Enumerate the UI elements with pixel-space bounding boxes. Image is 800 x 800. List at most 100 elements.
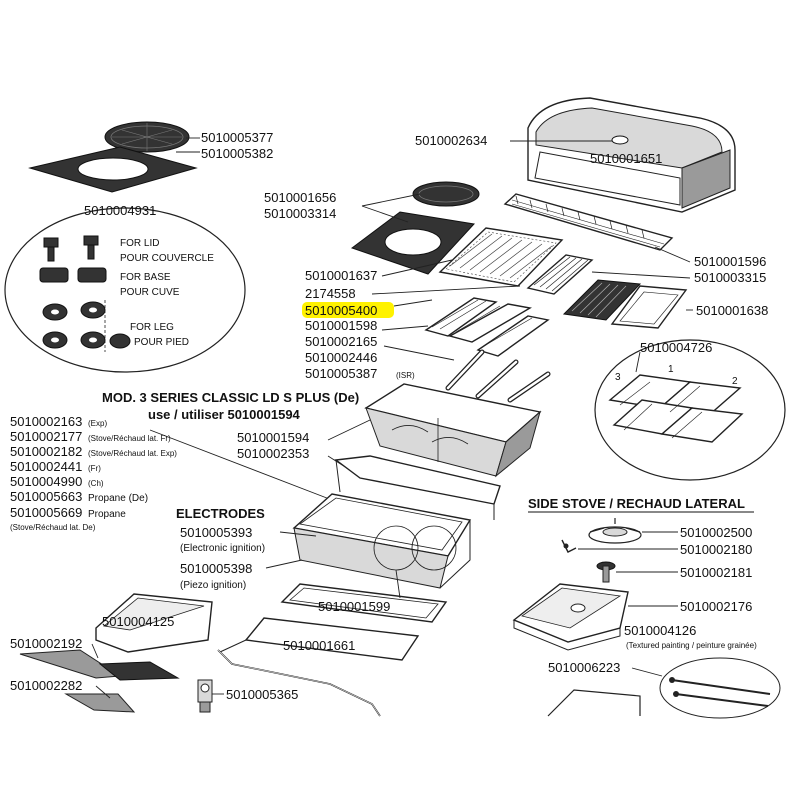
highlight-marker [302,302,394,318]
label-seal: 5010001599 [318,599,390,614]
svg-text:(Fr): (Fr) [88,464,101,473]
small-rack [526,254,594,295]
warming-rack [503,193,674,251]
label-side-cover: 5010004126 [624,623,696,638]
label-tent-3: 3 [615,372,621,383]
label-lid-window: 5010001651 [590,151,662,166]
label-firebox: 5010001594 [237,430,309,445]
svg-text:5010005669: 5010005669 [10,505,82,520]
label-side-cover-tag: (Textured painting / peinture grainée) [626,641,757,650]
label-1598: 5010001598 [305,318,377,333]
regulator [197,679,213,713]
svg-text:5010002177: 5010002177 [10,429,82,444]
label-bracket: 5010002192 [10,636,82,651]
lid-bolts [43,235,99,262]
side-electrode [561,539,577,553]
electrodes-heading: ELECTRODES [176,506,265,521]
grill-lid [527,97,736,213]
shelf-bracket-2 [64,693,136,713]
label-side-burner: 5010002500 [680,525,752,540]
gas-hose [217,649,381,717]
svg-text:5010004990: 5010004990 [10,474,82,489]
side-shelf [95,593,213,653]
label-grate-b: 5010003314 [264,206,336,221]
cart-frame [292,455,501,589]
label-shelf: 5010004125 [102,614,174,629]
cast-iron-grate [350,211,475,275]
label-5387: 5010005387 [305,366,377,381]
label-tent-2: 2 [732,376,738,387]
svg-text:(Exp): (Exp) [88,419,107,428]
side-stove-base [547,689,641,717]
label-side-knob: 5010002181 [680,565,752,580]
label-rack2: 5010003315 [694,270,766,285]
flavor-bars [424,297,550,357]
svg-text:(Ch): (Ch) [88,479,104,488]
burner-tubes [445,349,551,403]
grease-tray [280,583,448,623]
svg-text:5010002182: 5010002182 [10,444,82,459]
label-tent-1: 1 [668,364,674,375]
svg-text:(Stove/Réchaud lat. De): (Stove/Réchaud lat. De) [10,523,96,532]
label-side-top: 5010002176 [680,599,752,614]
top-round-grate [104,121,190,153]
label-grill-grate: 5010001637 [305,268,377,283]
label-top-plate: 5010005382 [201,146,273,161]
use-line: use / utiliser 5010001594 [148,407,301,422]
label-regulator: 5010005365 [226,687,298,702]
label-lid-outer: 5010002634 [415,133,487,148]
label-side-bolts: 5010006223 [548,660,620,675]
label-pour-couvercle: POUR COUVERCLE [120,253,214,264]
label-top-round-grate: 5010005377 [201,130,273,145]
grill-grate [438,227,564,287]
base-feet [39,267,107,283]
label-e1: 5010005393 [180,525,252,540]
side-knob [596,561,616,583]
bolts-detail-circle [659,657,781,719]
svg-text:Propane: Propane [88,509,126,520]
leg-washers [42,301,131,349]
label-side-electrode: 5010002180 [680,542,752,557]
svg-text:(Stove/Réchaud lat. Exp): (Stove/Réchaud lat. Exp) [88,449,177,458]
label-frame: 5010001661 [283,638,355,653]
shelf-bracket [19,649,180,681]
label-bag: 5010004931 [84,203,156,218]
label-2174558: 2174558 [305,286,356,301]
label-isr: (ISR) [396,371,415,380]
top-cooking-plate [28,146,198,193]
svg-text:(Stove/Réchaud lat. Fr): (Stove/Réchaud lat. Fr) [88,434,171,443]
regulator-list: 5010002163 (Exp) 5010002177 (Stove/Réchaud… [10,414,177,532]
label-2165: 5010002165 [305,334,377,349]
label-pour-cuve: POUR CUVE [120,287,180,298]
small-round-grate [412,181,480,207]
label-firebox2: 5010002353 [237,446,309,461]
side-stove-body [512,583,629,651]
label-heat-tent-set: 5010004726 [640,340,712,355]
model-line: MOD. 3 SERIES CLASSIC LD S PLUS (De) [102,390,359,405]
svg-text:Propane (De): Propane (De) [88,493,148,504]
svg-text:5010002163: 5010002163 [10,414,82,429]
label-grate-a: 5010001656 [264,190,336,205]
label-warming-rack: 5010001596 [694,254,766,269]
side-burner [588,518,642,544]
label-griddle: 5010001638 [696,303,768,318]
label-for-lid: FOR LID [120,238,159,249]
label-e2: 5010005398 [180,561,252,576]
griddle-plates [562,279,688,329]
label-e1-tag: (Electronic ignition) [180,543,265,554]
label-e2-tag: (Piezo ignition) [180,580,246,591]
label-pour-pied: POUR PIED [134,337,189,348]
label-2446: 5010002446 [305,350,377,365]
side-stove-title: SIDE STOVE / RECHAUD LATERAL [528,496,745,511]
label-bracket2: 5010002282 [10,678,82,693]
svg-text:5010002441: 5010002441 [10,459,82,474]
firebox [364,383,542,478]
label-for-base: FOR BASE [120,272,171,283]
hardware-bag-circle [4,207,246,373]
heat-tent-detail-circle [594,339,786,481]
label-for-leg: FOR LEG [130,322,174,333]
svg-text:5010005663: 5010005663 [10,489,82,504]
label-highlighted-part: 5010005400 [305,303,377,318]
bottom-frame [219,617,420,661]
